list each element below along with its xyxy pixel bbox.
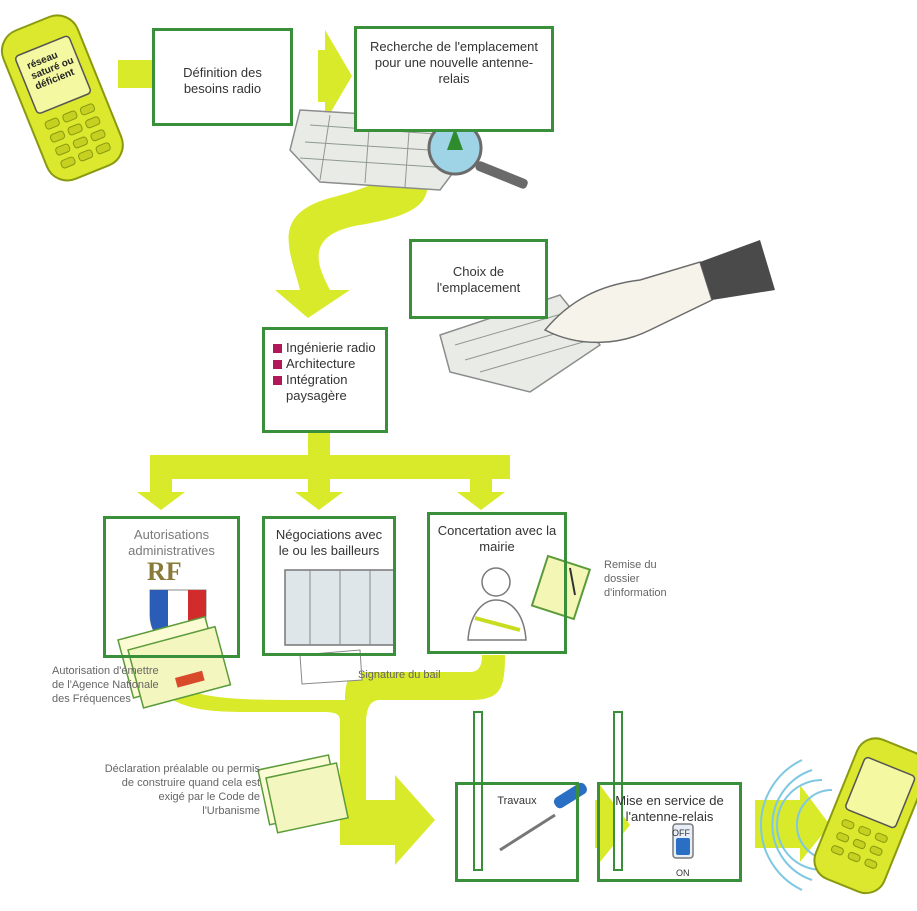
etudes-item-architecture: Architecture [273,356,377,372]
etudes-item-integration: Intégration paysagère [273,372,377,404]
step-travaux-label: Travaux [497,795,537,807]
step-definition-label: Définition des besoins radio [183,65,262,96]
flow-arrows [118,30,830,865]
label-signature-bail: Signature du bail [358,669,441,681]
magnifier-pin [447,128,463,150]
arrow-to-phone-right [595,785,630,862]
bullet-square [273,376,282,385]
step-mise-en-service-label: Mise en service de l'antenne-relais [615,793,724,824]
arrow-split-left [137,470,185,510]
rf-emblem: RF [147,557,182,586]
marianne-bust-illustration [467,567,527,641]
stamp [175,670,205,688]
step-travaux: Travaux [455,782,579,882]
bullet-square [273,360,282,369]
antenna-pole-2 [613,711,623,871]
label-remise-dossier: Remise du dossier d'information [604,559,667,599]
label-autorisation-anfr: Autorisation d'émettre de l'Agence Natio… [52,665,159,705]
arrow-last [755,785,830,862]
power-switch-icon [672,823,694,859]
arrow-recherche-to-etudes [275,158,428,318]
phone-screen [14,35,92,114]
switch-off-label: OFF [672,828,690,838]
antenna-pole-1 [473,711,483,871]
phone-keypad [44,103,111,169]
step-negociations: Négociations avec le ou les bailleurs [262,516,396,656]
arrow-definition-to-recherche [318,30,352,122]
step-definition-besoins-radio: Définition des besoins radio [152,28,293,126]
etudes-item-ingenierie: Ingénierie radio [273,340,377,356]
etudes-item-label: Architecture [286,356,356,371]
magnifier-handle [475,161,528,189]
step-recherche-label: Recherche de l'emplacement pour une nouv… [370,39,538,86]
step-choix-label: Choix de l'emplacement [436,264,521,295]
mobile-phone-saturated [0,14,124,182]
step-concertation-label: Concertation avec la mairie [437,523,557,554]
information-dossier [530,554,592,621]
sleeve [700,240,775,300]
permit-documents [257,754,349,834]
hand-map-illustration [439,240,775,393]
step-concertation: Concertation avec la mairie [427,512,567,654]
arrow-split-right [457,470,505,510]
step-recherche-emplacement: Recherche de l'emplacement pour une nouv… [354,26,554,132]
buildings-signature-illustration [284,569,396,685]
step-negociations-label: Négociations avec le ou les bailleurs [275,527,383,558]
switch-on-label: ON [676,868,690,878]
pointing-hand [543,261,713,344]
etudes-item-label: Ingénierie radio [286,340,376,355]
mobile-phone-working [813,737,917,895]
step-autorisations: Autorisations administratives [103,516,240,658]
arrow-split-middle [295,470,343,510]
arrow-merge [140,655,505,865]
bullet-square [273,344,282,353]
step-autorisations-label: Autorisations administratives [128,527,215,558]
etudes-item-label: Intégration paysagère [286,372,348,403]
arrow-etudes-stem [308,432,330,462]
step-etudes: Ingénierie radio Architecture Intégratio… [262,327,388,433]
label-declaration-prealable: Déclaration préalable ou permis de const… [104,763,260,817]
step-choix-emplacement: Choix de l'emplacement [409,239,548,319]
step-mise-en-service: Mise en service de l'antenne-relais [597,782,742,882]
